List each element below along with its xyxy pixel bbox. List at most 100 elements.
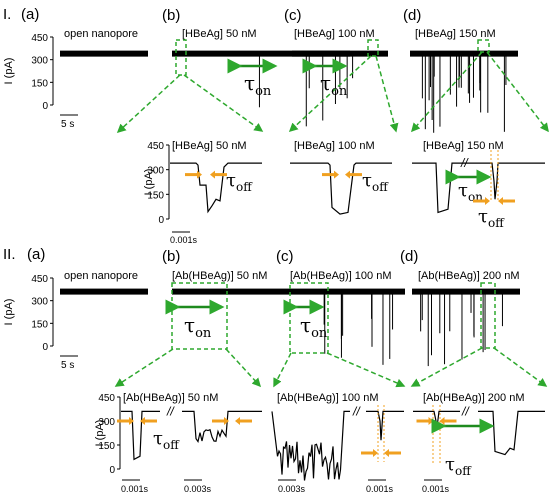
zoom-line-Ic-left (288, 55, 372, 133)
tau-off-arrows-II3-left-head (428, 417, 434, 425)
zoom-condition-I2: [HBeAg] 100 nM (294, 140, 375, 152)
condition-IIc: [Ab(HBeAg)] 100 nM (290, 270, 392, 282)
zoom-0-y-tick-label-0: 0 (158, 215, 164, 226)
zoom-line-Ib-left (116, 74, 181, 134)
baseline-trace-1-d (412, 288, 520, 295)
baseline-trace-1-a (60, 288, 148, 295)
tau-off-II3: τoff (445, 454, 472, 478)
baseline-trace-0-d (410, 50, 518, 57)
zoom-line-IIc-left (273, 352, 292, 388)
tau-off-arrows-II1a-left-head (129, 417, 134, 425)
panel-label-IIb: (b) (162, 248, 180, 265)
baseline-trace-1-c (290, 288, 405, 295)
panel-label-IId: (d) (400, 248, 418, 265)
tau-off-arrows-II1b-right-head (235, 417, 240, 425)
zoom-box-IIc (289, 282, 329, 354)
open-nanopore-label-I: open nanopore (64, 28, 138, 40)
zoom-condition-I1: [HBeAg] 50 nM (172, 140, 247, 152)
zoom-trace-II2a (271, 410, 350, 481)
zoom-condition-II3: [Ab(HBeAg)] 200 nM (423, 392, 525, 404)
tau-off-arrows-I1-right-head (210, 170, 215, 179)
zoom-0-y-label: I (pA) (143, 169, 155, 196)
tau-off-arrows-II2-left-head (373, 449, 378, 457)
zoom-line-IId-left (410, 347, 483, 387)
zoom-1-y-tick-label-0: 0 (109, 465, 115, 476)
zoom-trace-II2b (366, 410, 404, 441)
tau-on-Ib: τon (244, 71, 272, 99)
condition-IId: [Ab(HBeAg)] 200 nM (418, 270, 520, 282)
baseline-trace-0-b (172, 50, 350, 57)
panel-label-Ib: (b) (162, 7, 180, 24)
main-0-y-tick-label-450: 450 (31, 33, 48, 44)
traces-I (60, 50, 518, 133)
zoom-trace-I3 (412, 162, 545, 214)
zoom-scale-bar-label-II3: 0.001s (422, 484, 450, 494)
zoom-1-y-tick-label-300: 300 (98, 417, 115, 428)
zoom-line-IIb-right (225, 348, 262, 388)
zoom-trace-I1 (170, 162, 262, 214)
tau-off-arrows-I1-left-head (197, 170, 202, 179)
zoom-box-Ic (367, 39, 379, 57)
condition-Ib: [HBeAg] 50 nM (182, 28, 257, 40)
tau-off-arrows-I3-left-head (485, 197, 490, 205)
zoom-line-Ib-right (183, 74, 264, 132)
tau-on-IIc: τon (300, 313, 328, 341)
traces-II (60, 288, 520, 367)
zoom-0-y-tick-label-300: 300 (147, 166, 164, 177)
section-label-II: II. (3, 246, 16, 263)
zoom-line-Ic-right (375, 55, 399, 133)
zoom-line-IIc-right (326, 352, 406, 388)
tau-off-arrows-II1b-left-head (224, 417, 229, 425)
zoom-0-y-tick-label-450: 450 (147, 141, 164, 152)
zoom-scale-bar-label-II1b: 0.003s (184, 484, 212, 494)
panel-label-Ia: (a) (21, 6, 39, 23)
zoom-box-IIb (171, 282, 228, 350)
break-mark-II1: // (166, 404, 175, 418)
zoom-line-Id-left (411, 51, 483, 133)
panel-label-IIa: (a) (27, 246, 45, 263)
zoom-trace-II3b (478, 410, 545, 456)
main-0-y-tick-label-0: 0 (42, 101, 48, 112)
main-1-y-label: I (pA) (3, 299, 15, 326)
condition-IIb: [Ab(HBeAg)] 50 nM (172, 270, 267, 282)
zoom-scale-bar-label-II1a: 0.001s (121, 484, 149, 494)
main-0-y-tick-label-150: 150 (31, 78, 48, 89)
zoom-0-y-tick-label-150: 150 (147, 190, 164, 201)
baseline-trace-1-b (172, 288, 290, 295)
tau-on-Ic: τon (320, 71, 348, 99)
zoom-line-IId-right (493, 347, 548, 387)
main-1-y-tick-label-300: 300 (31, 297, 48, 308)
main-1-y-tick-label-450: 450 (31, 274, 48, 285)
zoom-scale-bar-label-I: 0.001s (170, 235, 198, 245)
zoom-trace-II1b (182, 410, 262, 444)
scale-bar-label-0: 5 s (61, 119, 74, 130)
tau-off-II1: τoff (153, 428, 180, 452)
tau-off-I2: τoff (362, 170, 389, 194)
zoom-box-Ib (175, 39, 187, 76)
zoom-line-IIb-left (114, 348, 174, 387)
break-mark-I3: // (460, 156, 469, 170)
condition-Ic: [HBeAg] 100 nM (294, 28, 375, 40)
tau-off-arrows-II1a-right-head (140, 417, 145, 425)
tau-off-I3: τoff (478, 206, 505, 230)
zoom-condition-I3: [HBeAg] 150 nM (423, 140, 504, 152)
break-mark-II3: // (461, 404, 470, 418)
panel-label-Id: (d) (403, 7, 421, 24)
zoom-axis-I: 0 150 300 450 I (pA) (143, 141, 170, 226)
zoom-scale-bar-label-II2a: 0.003s (278, 484, 306, 494)
zoom-box-IId (480, 282, 496, 349)
panel-label-IIc: (c) (276, 248, 294, 265)
section-label-I: I. (3, 6, 11, 23)
zoom-condition-II1: [Ab(HBeAg)] 50 nM (123, 392, 218, 404)
condition-Id: [HBeAg] 150 nM (415, 28, 496, 40)
tau-on-IIb: τon (184, 313, 212, 341)
panel-label-Ic: (c) (284, 7, 302, 24)
tau-off-arrows-I2-left-head (334, 170, 339, 179)
zoom-1-y-tick-label-150: 150 (98, 441, 115, 452)
zoom-line-Id-right (486, 51, 549, 133)
